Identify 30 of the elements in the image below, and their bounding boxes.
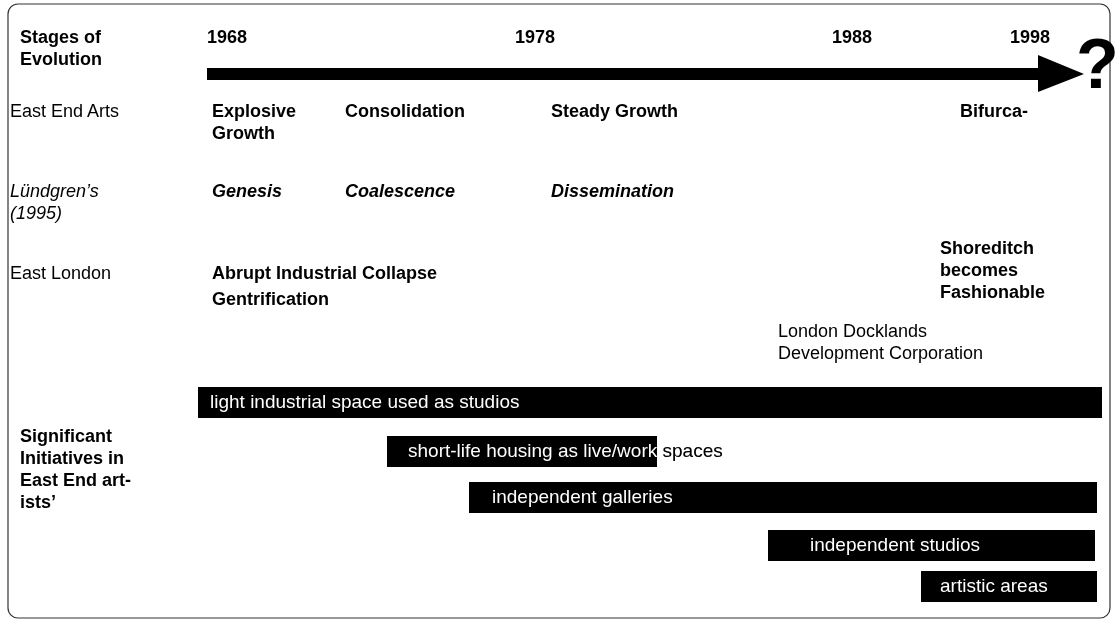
text-label: Explosive Growth: [212, 100, 298, 144]
bar-label: independent galleries: [492, 486, 673, 508]
text-label: East End Arts: [10, 100, 121, 122]
text-label: Bifurca-: [960, 100, 1029, 122]
text-label: Steady Growth: [551, 100, 680, 122]
text-label: Dissemination: [551, 180, 676, 202]
initiative-bar: [768, 530, 1095, 561]
bar-label: independent studios: [810, 534, 981, 556]
text-label: 1978: [515, 26, 557, 48]
initiative-bar: [198, 387, 1102, 418]
text-label: East London: [10, 262, 113, 284]
text-label: Abrupt Industrial Collapse: [212, 262, 439, 284]
text-label: Lündgren’s (1995): [10, 180, 100, 224]
text-label: 1998: [1010, 26, 1052, 48]
text-label: London Docklands Development Corporation: [778, 320, 985, 364]
text-label: 1968: [207, 26, 249, 48]
text-label: Consolidation: [345, 100, 466, 122]
text-label: Gentrification: [212, 288, 330, 310]
text-label: Significant Initiatives in East End art- ists’: [20, 425, 133, 513]
bar-label: light industrial space used as studios: [210, 391, 520, 413]
text-label: Shoreditch becomes Fashionable: [940, 237, 1047, 303]
initiative-bar: [921, 571, 1097, 602]
initiative-bar: [469, 482, 1097, 513]
text-label: 1988: [832, 26, 874, 48]
text-label: Genesis: [212, 180, 284, 202]
text-label: Stages of Evolution: [20, 26, 103, 70]
bar-label: short-life housing as live/work spaces: [408, 440, 723, 462]
bar-label: artistic areas: [940, 575, 1048, 597]
question-mark: ?: [1076, 28, 1118, 100]
text-label: Coalescence: [345, 180, 457, 202]
